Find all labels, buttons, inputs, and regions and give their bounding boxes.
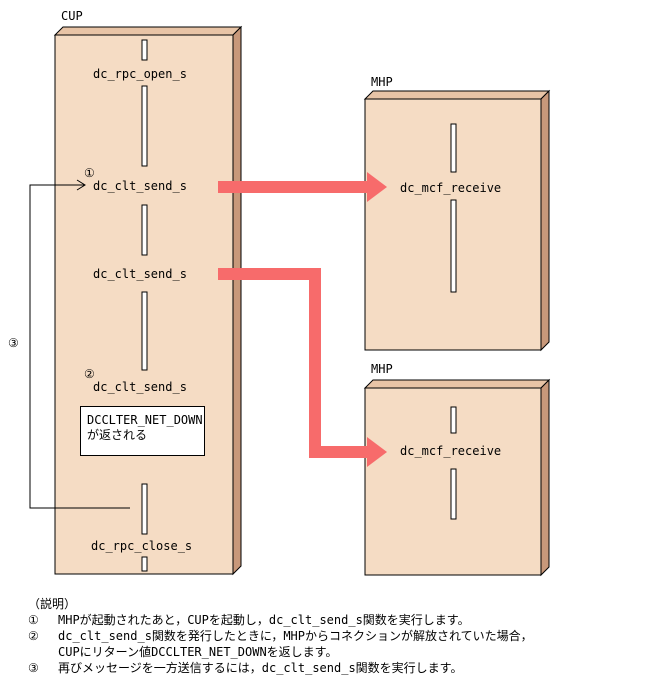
call-close: dc_rpc_close_s <box>91 539 193 553</box>
error-note-line-1: DCCLTER_NET_DOWN <box>87 413 203 427</box>
cup-timeline-segment <box>141 556 148 572</box>
mhp-top-box <box>363 89 551 352</box>
send-arrow-1-head <box>367 172 387 202</box>
cup-box-top <box>53 26 243 36</box>
mhp-bottom-timeline-segment <box>450 468 457 520</box>
retry-loop-arrowhead <box>76 179 86 191</box>
legend-text-2b: CUPにリターン値DCCLTER_NET_DOWNを返します。 <box>58 645 338 659</box>
cup-box-side <box>232 25 242 576</box>
cup-timeline <box>141 39 148 572</box>
mhp-top-call: dc_mcf_receive <box>400 181 502 195</box>
retry-loop-line <box>29 179 130 509</box>
call-send-3: dc_clt_send_s <box>93 380 187 394</box>
call-send-2: dc_clt_send_s <box>93 267 187 281</box>
cup-timeline-segment <box>141 204 148 256</box>
send-arrow-2-seg-h2 <box>309 446 369 458</box>
legend-marker-3: ③ <box>28 661 39 675</box>
mhp-bottom-box-top <box>363 379 551 389</box>
legend-text-2a: dc_clt_send_s関数を発行したときに，MHPからコネクションが解放され… <box>58 629 533 643</box>
send-arrow-2-head <box>367 437 387 467</box>
legend-item-2: ② dc_clt_send_s関数を発行したときに，MHPからコネクションが解放… <box>28 628 533 644</box>
send-arrow-1-shaft <box>218 181 368 193</box>
call-open: dc_rpc_open_s <box>93 67 187 81</box>
send-arrow-2-seg-h1 <box>218 268 321 280</box>
send-arrow-2 <box>218 268 387 467</box>
mhp-top-timeline-segment <box>450 123 457 173</box>
mhp-bottom-title: MHP <box>371 362 393 376</box>
send-arrow-1 <box>218 172 387 202</box>
mhp-top-box-side <box>540 89 550 352</box>
legend-text-3: 再びメッセージを一方送信するには，dc_clt_send_s関数を実行します。 <box>58 661 463 675</box>
marker-1: ① <box>84 166 95 180</box>
mhp-bottom-box-side <box>540 378 550 577</box>
mhp-bottom-call: dc_mcf_receive <box>400 444 502 458</box>
marker-3: ③ <box>8 336 19 350</box>
cup-title: CUP <box>61 9 83 23</box>
mhp-bottom-timeline-segment <box>450 406 457 434</box>
mhp-bottom-box <box>363 378 551 577</box>
cup-timeline-segment <box>141 39 148 61</box>
error-note-box: DCCLTER_NET_DOWN が返される <box>80 406 205 456</box>
marker-2: ② <box>84 367 95 381</box>
mhp-top-title: MHP <box>371 75 393 89</box>
mhp-top-timeline-segment <box>450 199 457 293</box>
cup-timeline-segment <box>141 85 148 167</box>
error-note-line-2: が返される <box>87 428 148 442</box>
send-arrow-2-seg-v <box>309 268 321 458</box>
legend-item-1: ① MHPが起動されたあと，CUPを起動し，dc_clt_send_s関数を実行… <box>28 612 533 628</box>
legend-item-3: ③ 再びメッセージを一方送信するには，dc_clt_send_s関数を実行します… <box>28 660 533 676</box>
legend: （説明） ① MHPが起動されたあと，CUPを起動し，dc_clt_send_s… <box>28 596 533 676</box>
legend-marker-2: ② <box>28 629 39 643</box>
legend-text-1: MHPが起動されたあと，CUPを起動し，dc_clt_send_s関数を実行しま… <box>58 613 470 627</box>
cup-box <box>53 25 243 576</box>
legend-marker-1: ① <box>28 613 39 627</box>
call-send-1: dc_clt_send_s <box>93 179 187 193</box>
cup-timeline-segment <box>141 483 148 535</box>
mhp-top-box-top <box>363 90 551 100</box>
cup-timeline-segment <box>141 291 148 371</box>
legend-heading: （説明） <box>28 597 77 611</box>
retry-loop-path <box>29 184 130 509</box>
